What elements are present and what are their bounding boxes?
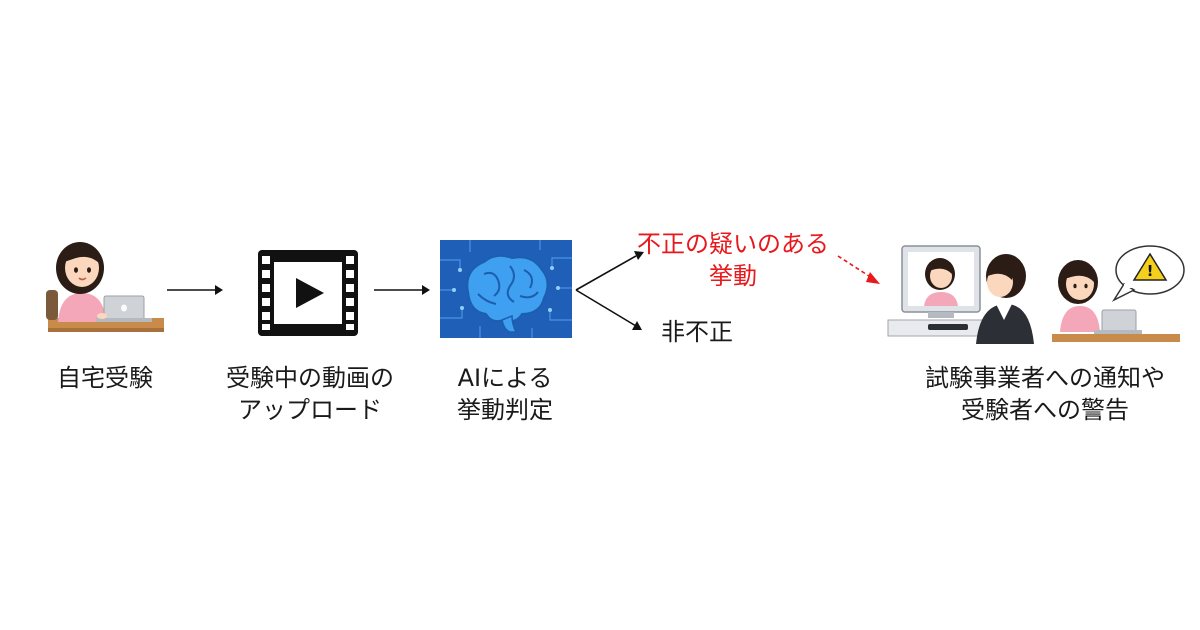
step-ai-line2: 挙動判定 bbox=[457, 396, 553, 424]
student-at-laptop-illustration bbox=[46, 242, 164, 332]
suspicious-behavior-label: 不正の疑いのある 挙動 bbox=[633, 228, 833, 292]
film-strip-play-icon bbox=[258, 250, 358, 336]
arrow-suspicious-to-notify bbox=[837, 255, 880, 284]
proctor-monitoring-illustration bbox=[887, 245, 1185, 344]
step-upload-line1: 受験中の動画の bbox=[226, 364, 394, 392]
suspicious-line2: 挙動 bbox=[709, 262, 757, 290]
warning-icon: ! bbox=[1146, 262, 1154, 280]
step-home-exam-label: 自宅受験 bbox=[57, 364, 153, 392]
step-upload-label: 受験中の動画の アップロード bbox=[205, 362, 415, 426]
step-upload-line2: アップロード bbox=[238, 396, 382, 424]
arrow-home-to-upload bbox=[167, 285, 223, 295]
step-notify-line2: 受験者への警告 bbox=[961, 396, 1129, 424]
not-fraud-label: 非不正 bbox=[661, 318, 733, 346]
branch-arrows bbox=[575, 251, 644, 330]
arrow-to-suspicious bbox=[575, 255, 637, 291]
arrow-to-not-fraud bbox=[575, 289, 637, 327]
arrow-upload-to-ai bbox=[374, 285, 430, 295]
step-ai-label: AIによる 挙動判定 bbox=[430, 362, 580, 426]
step-notify-line1: 試験事業者への通知や bbox=[925, 364, 1165, 392]
ai-brain-chip-icon bbox=[440, 240, 572, 338]
step-notify-label: 試験事業者への通知や 受験者への警告 bbox=[900, 362, 1190, 426]
step-ai-line1: AIによる bbox=[457, 364, 553, 392]
suspicious-line1: 不正の疑いのある bbox=[637, 230, 829, 258]
